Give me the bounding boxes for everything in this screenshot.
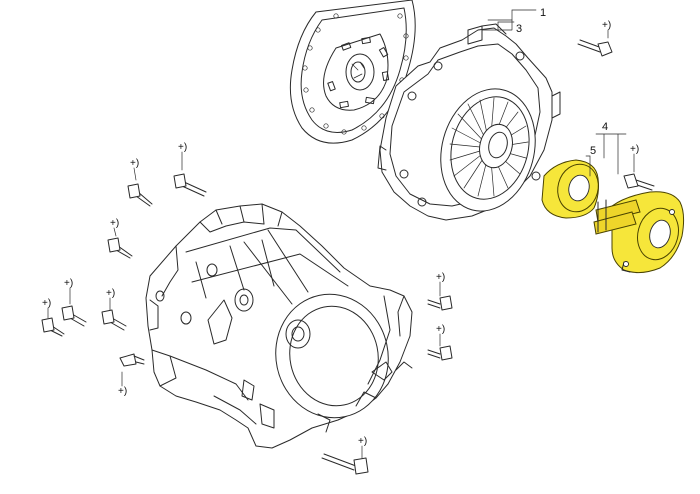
bolt-housing-2[interactable] bbox=[173, 173, 207, 197]
bolt-housing-long[interactable] bbox=[321, 453, 369, 475]
bolt-housing-8[interactable] bbox=[427, 345, 453, 361]
bolt-housing-6[interactable] bbox=[101, 309, 127, 331]
bolt-pressure-plate[interactable] bbox=[577, 39, 613, 57]
note-marker: +) bbox=[118, 386, 127, 397]
callout-1: 1 bbox=[540, 7, 546, 19]
callout-labels: 1 3 4 5 bbox=[516, 7, 608, 157]
callout-leaders bbox=[47, 9, 635, 459]
dowel-pin[interactable] bbox=[119, 353, 145, 367]
bolt-housing-4[interactable] bbox=[61, 305, 87, 327]
note-marker: +) bbox=[436, 272, 445, 283]
note-markers: +) +) +) +) +) +) +) +) +) +) +) +) bbox=[42, 20, 639, 447]
clutch-disc[interactable] bbox=[289, 0, 416, 144]
bolt-housing-5[interactable] bbox=[41, 317, 65, 337]
note-marker: +) bbox=[110, 218, 119, 229]
pressure-plate[interactable] bbox=[377, 23, 561, 222]
note-marker: +) bbox=[64, 278, 73, 289]
note-marker: +) bbox=[178, 142, 187, 153]
concentric-slave-cylinder[interactable] bbox=[541, 159, 685, 274]
note-marker: +) bbox=[436, 324, 445, 335]
note-marker: +) bbox=[358, 436, 367, 447]
transmission-housing[interactable] bbox=[145, 203, 413, 449]
note-marker: +) bbox=[630, 144, 639, 155]
callout-4: 4 bbox=[602, 121, 608, 133]
note-marker: +) bbox=[106, 288, 115, 299]
callout-3: 3 bbox=[516, 23, 522, 35]
callout-5: 5 bbox=[590, 145, 596, 157]
bolt-slave-cylinder[interactable] bbox=[623, 173, 655, 191]
note-marker: +) bbox=[602, 20, 611, 31]
bolt-housing-1[interactable] bbox=[127, 183, 153, 207]
note-marker: +) bbox=[42, 298, 51, 309]
bolt-housing-7[interactable] bbox=[427, 295, 453, 311]
note-marker: +) bbox=[130, 158, 139, 169]
bolt-housing-3[interactable] bbox=[107, 237, 133, 259]
